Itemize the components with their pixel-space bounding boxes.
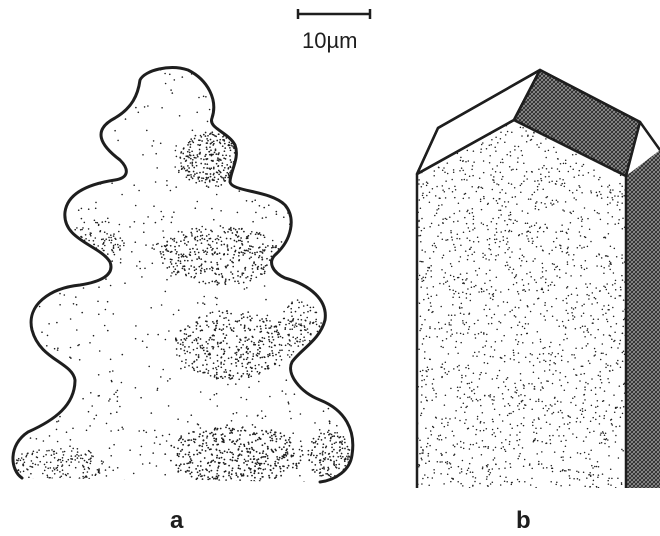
dendritic-crystal [10,60,361,490]
crystal-outline [13,68,353,482]
scale-bar-label: 10µm [302,28,357,53]
prismatic-crystal [416,70,660,491]
scale-bar: 10µm [298,9,370,53]
panel-label-b: b [516,507,531,534]
prism-front-stipple [416,114,627,491]
panel-label-a: a [170,507,184,534]
crystal-stipple [10,60,361,490]
prism-side-face [626,150,660,488]
